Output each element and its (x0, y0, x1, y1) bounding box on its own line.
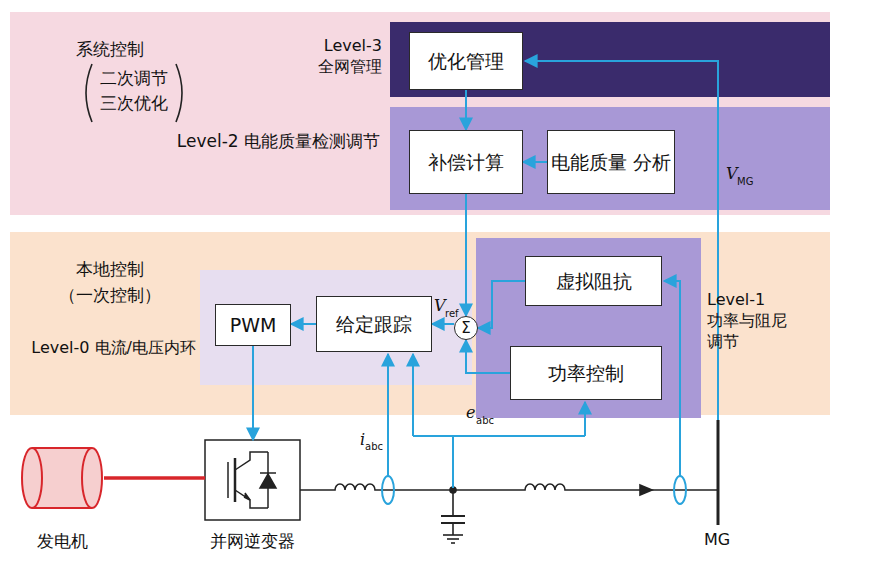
system-band: 优化管理Level-3 全网管理补偿计算电能质量 分析Level-2 电能质量检… (10, 12, 830, 215)
connector (432, 323, 454, 325)
box-label: Σ (461, 321, 470, 336)
region-heading: 系统控制 (55, 38, 165, 60)
signal-name: e (466, 405, 475, 421)
region-heading: Level-0 电流/电压内环 (28, 338, 196, 359)
level-region: 虚拟阻抗功率控制Level-1 功率与阻尼 调节 (476, 238, 701, 418)
region-heading: （一次控制） (50, 284, 170, 306)
band-fill (390, 107, 830, 210)
inverter-symbol (205, 440, 300, 520)
band-fills (10, 12, 830, 418)
level-band: 优化管理Level-3 全网管理 (390, 22, 830, 97)
box-label: 功率控制 (548, 361, 624, 386)
process-box: 电能质量 分析 (547, 130, 675, 194)
process-box: 给定跟踪 (316, 296, 432, 352)
band-fill (476, 238, 701, 418)
region-heading: 发电机 (12, 530, 112, 552)
level-band: 补偿计算电能质量 分析Level-2 电能质量检测调节 (390, 107, 830, 210)
box-label: 给定跟踪 (336, 312, 412, 337)
sum-circle: Σ (454, 316, 478, 340)
generator-symbol (22, 448, 102, 508)
signal-subscript: MG (737, 177, 753, 187)
generator: 发电机 (20, 446, 104, 510)
band-fill (200, 270, 472, 385)
process-box: 功率控制 (510, 346, 662, 400)
power-line (300, 420, 718, 543)
process-box: 优化管理 (409, 32, 523, 90)
box-label: 电能质量 分析 (551, 150, 671, 175)
level-region: PWM给定跟踪Level-0 电流/电压内环 (200, 270, 472, 385)
region-heading: 并网逆变器 (180, 530, 325, 552)
signal-subscript: abc (476, 416, 494, 426)
signal-name: V (726, 166, 738, 182)
band-fill (10, 12, 830, 215)
process-box: PWM (215, 304, 291, 346)
connector (104, 476, 205, 480)
process-box: 虚拟阻抗 (525, 256, 662, 306)
band-fill (390, 22, 830, 97)
band-fill (10, 232, 830, 415)
signal-subscript: ref (445, 309, 459, 319)
bracket (86, 64, 92, 122)
box-label: 优化管理 (428, 49, 504, 74)
connector (291, 323, 316, 325)
connector (478, 281, 525, 328)
bracket (176, 64, 182, 122)
signal-name: V (434, 298, 446, 314)
connector (465, 90, 467, 130)
region-heading: Level-1 功率与阻尼 调节 (707, 290, 815, 352)
region-heading: 二次调节 三次优化 (92, 66, 176, 115)
box-label: 虚拟阻抗 (556, 269, 632, 294)
inverter: 并网逆变器 (205, 440, 300, 520)
signal-subscript: abc (365, 442, 383, 452)
box-label: 补偿计算 (428, 150, 504, 175)
process-box: 补偿计算 (409, 130, 523, 194)
bus-label: MG (704, 532, 730, 548)
signal-name: i (360, 432, 365, 448)
connector (465, 194, 467, 316)
connector (466, 340, 510, 373)
region-heading: Level-3 全网管理 (286, 36, 382, 78)
connector (523, 161, 547, 163)
region-heading: 本地控制 (50, 258, 170, 280)
box-label: PWM (230, 313, 277, 338)
region-heading: Level-2 电能质量检测调节 (168, 130, 380, 152)
local-band: PWM 给定跟踪 Level-0 电流/电压内环 虚拟阻抗功率控制 Level-1 功率… (10, 232, 830, 415)
measurement-wires (382, 61, 718, 504)
connector (252, 346, 254, 440)
